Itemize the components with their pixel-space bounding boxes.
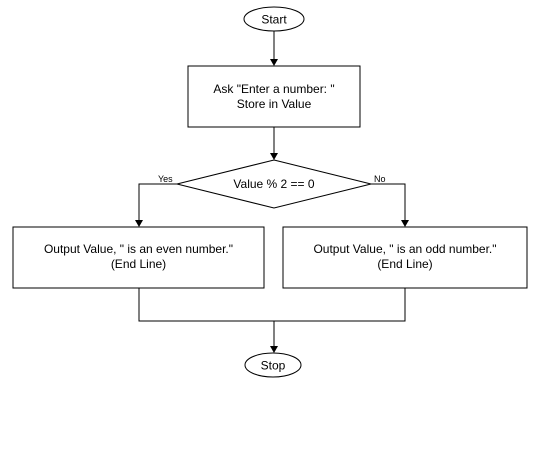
stop-node: Stop <box>244 352 302 378</box>
odd-endline-text: (End Line) <box>377 257 432 271</box>
yes-branch-label: Yes <box>158 174 173 184</box>
decision-diamond <box>176 159 372 209</box>
even-endline-text: (End Line) <box>111 257 166 271</box>
stop-terminator-shape <box>244 352 302 378</box>
connector-yes-branch <box>138 183 177 220</box>
input-store-text: Store in Value <box>237 97 312 111</box>
connector-no-branch <box>371 183 406 220</box>
input-process-box <box>187 65 361 128</box>
start-label: Start <box>261 13 287 27</box>
arrowhead-decision <box>270 153 278 160</box>
arrowhead-even <box>135 220 143 227</box>
decision-node: Value % 2 == 0 <box>176 159 372 209</box>
even-output-text: Output Value, " is an even number." <box>44 242 233 256</box>
connector-even-merge <box>138 288 274 322</box>
arrowhead-input <box>270 59 278 66</box>
odd-output-box <box>282 226 528 289</box>
stop-label: Stop <box>261 359 286 373</box>
odd-output-text: Output Value, " is an odd number." <box>313 242 496 256</box>
even-output-node: Output Value, " is an even number." (End… <box>12 226 265 289</box>
connector-odd-merge <box>274 288 406 322</box>
input-prompt-text: Ask "Enter a number: " <box>213 82 334 96</box>
arrowhead-odd <box>401 220 409 227</box>
start-node: Start <box>243 6 305 32</box>
even-output-box <box>12 226 265 289</box>
input-process-node: Ask "Enter a number: " Store in Value <box>187 65 361 128</box>
decision-condition-text: Value % 2 == 0 <box>233 177 314 191</box>
no-branch-label: No <box>374 174 386 184</box>
arrowhead-stop <box>270 346 278 353</box>
odd-output-node: Output Value, " is an odd number." (End … <box>282 226 528 289</box>
